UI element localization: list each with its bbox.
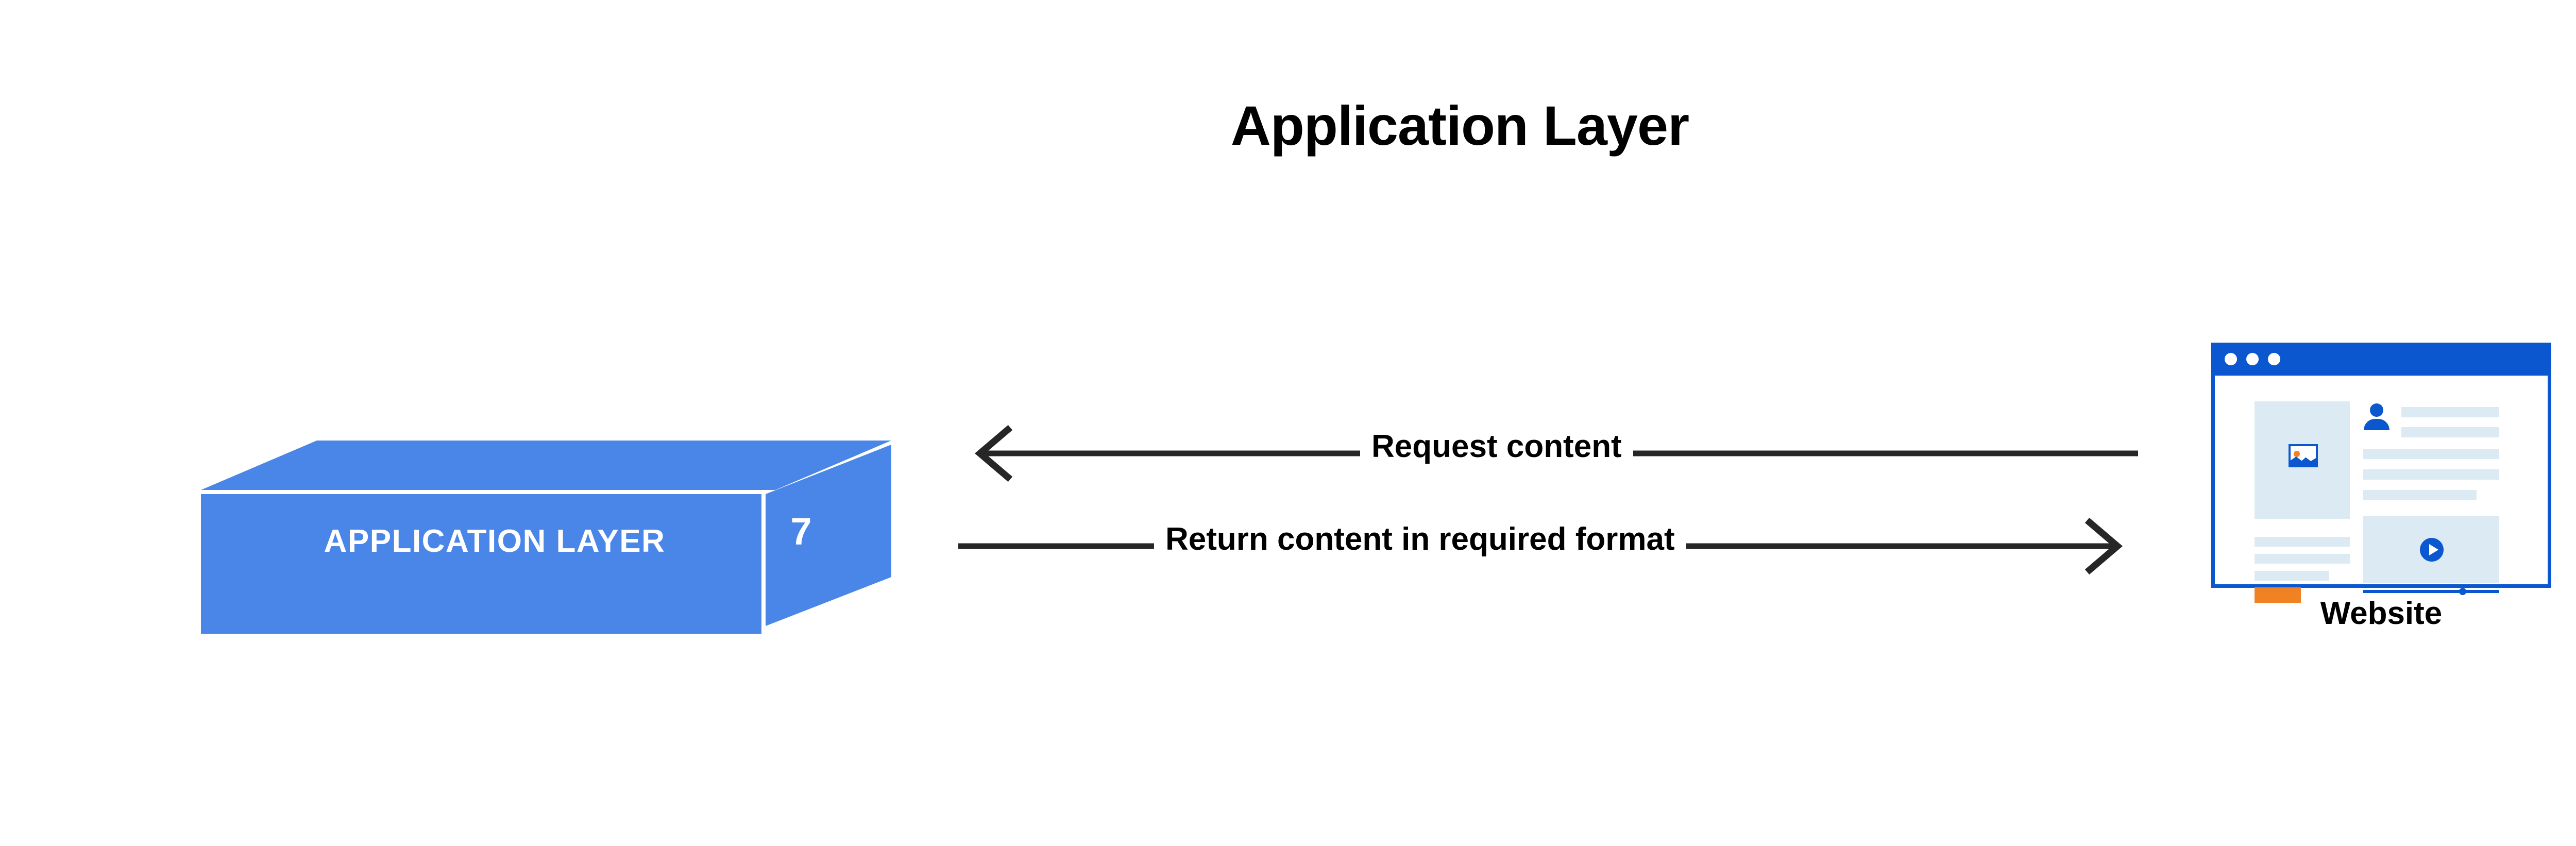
text-line-placeholder (2363, 449, 2499, 459)
flow-request-content: Request content (958, 422, 2138, 484)
layer-box-number: 7 (790, 510, 812, 553)
layer-box-shape (201, 441, 891, 634)
window-dot-icon (2225, 353, 2237, 365)
text-line-placeholder (2363, 490, 2477, 500)
image-icon-sky (2291, 446, 2316, 465)
layer-box-front-face (201, 494, 761, 634)
text-line-placeholder (2255, 571, 2329, 581)
window-dot-icon (2246, 353, 2259, 365)
layer-box-top-face (201, 441, 891, 490)
layer-box-label: APPLICATION LAYER (324, 523, 666, 559)
video-progress-bar[interactable] (2363, 590, 2499, 593)
person-icon (2363, 403, 2390, 430)
layer-box-side-face (766, 445, 891, 626)
cta-button[interactable] (2255, 587, 2301, 603)
text-line-placeholder (2401, 427, 2499, 437)
video-progress-handle[interactable] (2459, 588, 2466, 595)
person-head-icon (2370, 403, 2383, 417)
flow-return-content: Return content in required format (958, 515, 2138, 577)
website-caption: Website (2320, 596, 2443, 631)
browser-window-mockup (2211, 343, 2551, 603)
window-dot-icon (2268, 353, 2280, 365)
flow-request-label: Request content (1360, 431, 1633, 463)
browser-content-area (2211, 376, 2551, 603)
text-line-placeholder (2363, 469, 2499, 480)
application-layer-box: APPLICATION LAYER 7 (201, 441, 891, 634)
browser-titlebar (2211, 343, 2551, 376)
text-line-placeholder (2255, 537, 2350, 547)
sun-icon (2294, 451, 2300, 457)
page-title: Application Layer (1230, 94, 1689, 157)
play-triangle-icon (2429, 544, 2438, 555)
text-line-placeholder (2401, 407, 2499, 417)
text-line-placeholder (2255, 554, 2350, 564)
image-placeholder-icon (2289, 444, 2318, 467)
flow-return-label: Return content in required format (1154, 523, 1686, 555)
mountain-icon (2291, 456, 2316, 465)
website-figure: Website (2211, 343, 2551, 630)
person-body-icon (2364, 419, 2389, 430)
play-icon[interactable] (2420, 538, 2444, 562)
